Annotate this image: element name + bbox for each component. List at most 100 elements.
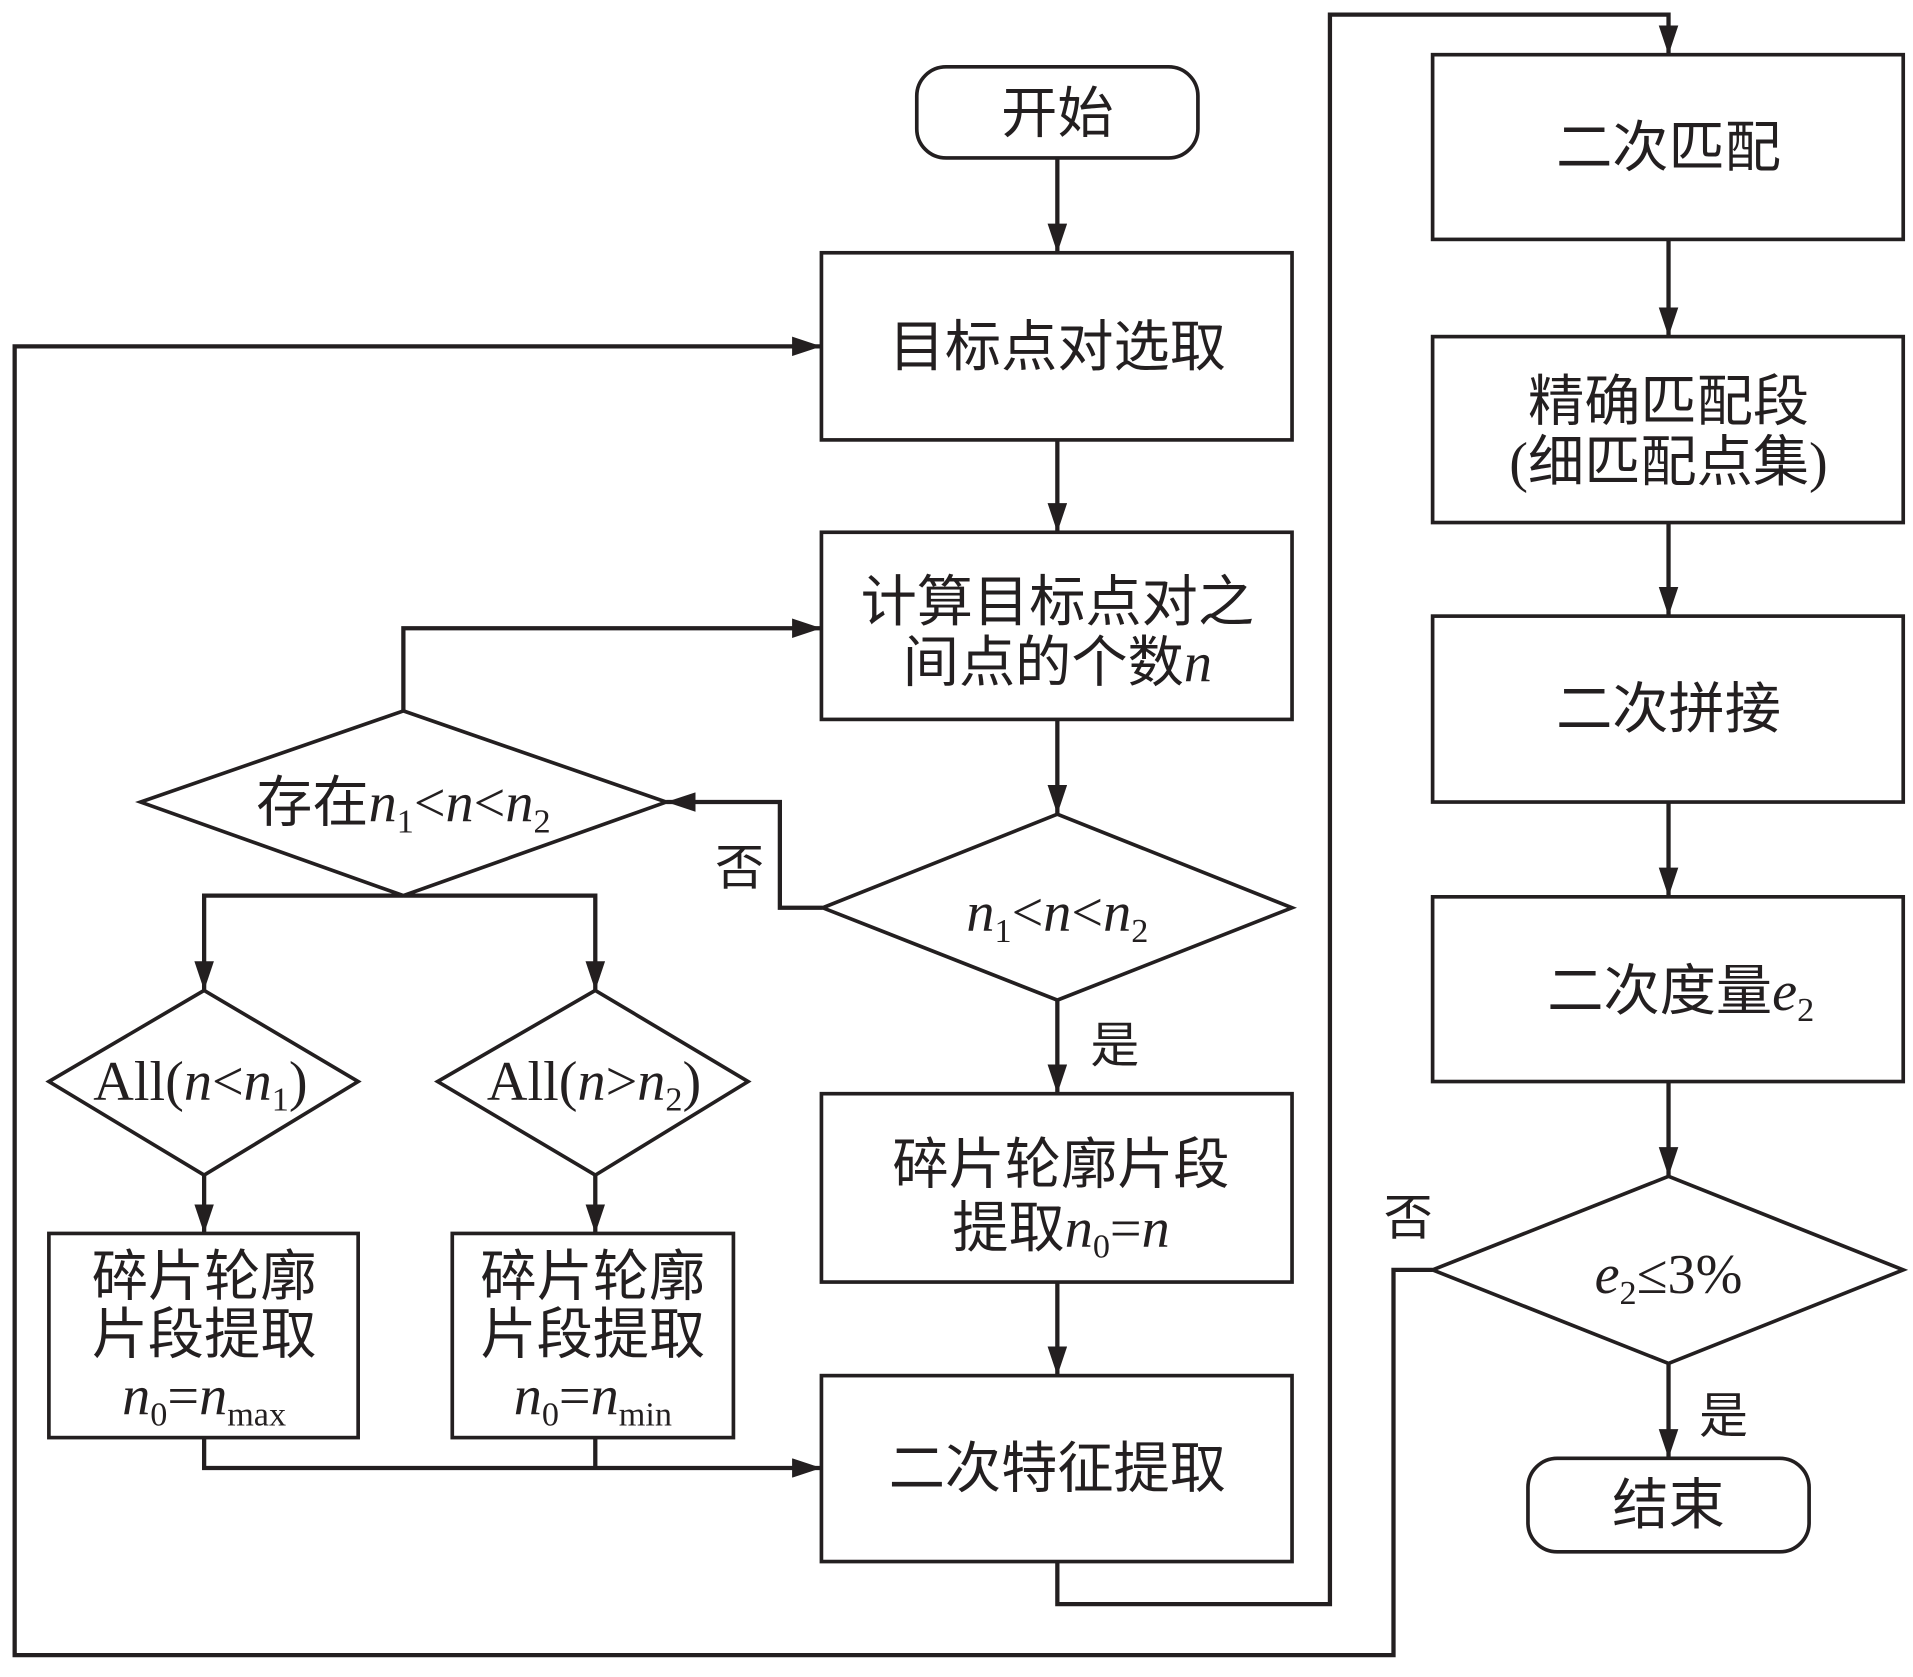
select-pairs-shape [819,250,1294,442]
label-part: 1 [272,1082,289,1119]
secondary-stitch-shape [1430,614,1906,804]
extract-min-line1: 碎片轮廓 [480,1247,705,1309]
label-part: 2 [1131,913,1148,950]
arrow-threshold-no-loop [12,336,1433,1658]
end-terminal-shape [1526,1456,1811,1554]
all-below-check-label: All(n<n1) [93,1051,307,1119]
label-part: 0 [1093,1229,1110,1266]
threshold-check-no-label: 否 [1384,1192,1433,1246]
label-part: n [184,1051,212,1113]
label-part: 0 [150,1397,167,1434]
label-part: max [227,1397,286,1434]
threshold-check-decision: e2≤3% 否 是 [1384,1174,1909,1444]
select-pairs-label: 目标点对选取 [889,317,1226,379]
start-label: 开始 [1001,84,1113,146]
label-part: n [591,1366,619,1428]
exists-check-label: 存在n1<n<n2 [256,773,550,841]
threshold-check-yes-label: 是 [1699,1390,1748,1444]
count-points-line2: 间点的个数n [903,633,1212,695]
count-points-shape [819,530,1294,722]
label-part: 2 [1620,1275,1637,1312]
label-part: n [446,773,474,835]
secondary-match-box: 二次匹配 [1430,52,1906,242]
exists-check-decision: 存在n1<n<n2 [135,708,672,898]
label-part: n [1065,1198,1093,1260]
extract-n-shape [819,1091,1294,1284]
label-part: n [1043,882,1071,944]
extract-max-box: 碎片轮廓 片段提取 n0=nmax [47,1231,360,1440]
label-part: n [1103,882,1131,944]
secondary-stitch-label: 二次拼接 [1556,679,1781,741]
extract-max-line1: 碎片轮廓 [92,1247,317,1309]
extract-min-shape [450,1231,736,1440]
count-points-box: 计算目标点对之 间点的个数n [819,530,1294,722]
range-check-yes-label: 是 [1090,1019,1139,1073]
label-part: n [244,1051,272,1113]
precise-segments-line1: 精确匹配段 [1528,372,1809,434]
label-part: ≤3% [1637,1244,1743,1306]
extract-min-line3: n0=nmin [514,1366,672,1434]
label-part: 0 [542,1397,559,1434]
all-below-check-decision: All(n<n1) [45,988,362,1178]
label-part: ) [289,1051,308,1113]
precise-segments-line2: (细匹配点集) [1509,432,1828,494]
secondary-features-label: 二次特征提取 [889,1439,1226,1501]
end-terminal: 结束 [1526,1456,1811,1554]
label-part: = [1110,1198,1142,1260]
exists-check-shape [135,708,672,898]
arrow-exists-to-count [401,618,822,711]
arrow-exists-to-all-below [194,893,404,991]
extract-max-line3: n0=nmax [122,1366,286,1434]
secondary-match-label: 二次匹配 [1556,118,1781,180]
secondary-measure-box: 二次度量e2 [1430,895,1906,1084]
label-part: ) [683,1051,702,1113]
all-above-check-decision: All(n>n2) [433,988,752,1178]
label-part: n [1142,1198,1170,1260]
extract-n-line1: 碎片轮廓片段 [892,1135,1229,1197]
label-part: = [559,1366,591,1428]
label-part: min [619,1397,672,1434]
label-part: 1 [397,804,414,841]
start-terminal-shape [914,65,1200,160]
label-part: < [212,1051,244,1113]
label-part: 提取 [952,1198,1064,1260]
label-part: n [637,1051,665,1113]
label-part: = [167,1366,199,1428]
range-check-shape [817,812,1297,1003]
label-part: < [1012,882,1044,944]
threshold-check-shape [1427,1174,1909,1366]
secondary-measure-label: 二次度量e2 [1547,961,1814,1029]
label-part: 2 [1797,992,1814,1029]
label-part: n [514,1366,542,1428]
all-above-check-label: All(n>n2) [487,1051,701,1119]
label-part: e [1772,961,1797,1023]
extract-max-line2: 片段提取 [92,1305,317,1367]
arrow-extract-max-to-features [201,1437,822,1478]
precise-segments-box: 精确匹配段 (细匹配点集) [1430,334,1906,525]
label-part: All( [93,1051,184,1113]
label-part: 二次度量 [1547,961,1772,1023]
label-part: < [474,773,506,835]
label-part: 2 [665,1082,682,1119]
select-pairs-box: 目标点对选取 [819,250,1294,442]
label-part: All( [487,1051,578,1113]
all-above-check-shape [433,988,752,1178]
label-part: 间点的个数 [903,633,1184,695]
label-part: < [1071,882,1103,944]
arrow-features-to-secondary-match [1055,12,1679,1607]
secondary-features-shape [819,1373,1294,1564]
end-label: 结束 [1612,1475,1724,1537]
precise-segments-shape [1430,334,1906,525]
count-points-line1: 计算目标点对之 [861,572,1254,634]
secondary-match-shape [1430,52,1906,242]
extract-max-shape [47,1231,360,1440]
extract-min-box: 碎片轮廓 片段提取 n0=nmin [450,1231,736,1440]
label-part: > [606,1051,638,1113]
label-part: e [1595,1244,1620,1306]
label-part: n [966,882,994,944]
start-terminal: 开始 [914,65,1200,160]
arrow-range-check-no [666,792,823,910]
extract-min-line2: 片段提取 [480,1305,705,1367]
secondary-measure-shape [1430,895,1906,1084]
